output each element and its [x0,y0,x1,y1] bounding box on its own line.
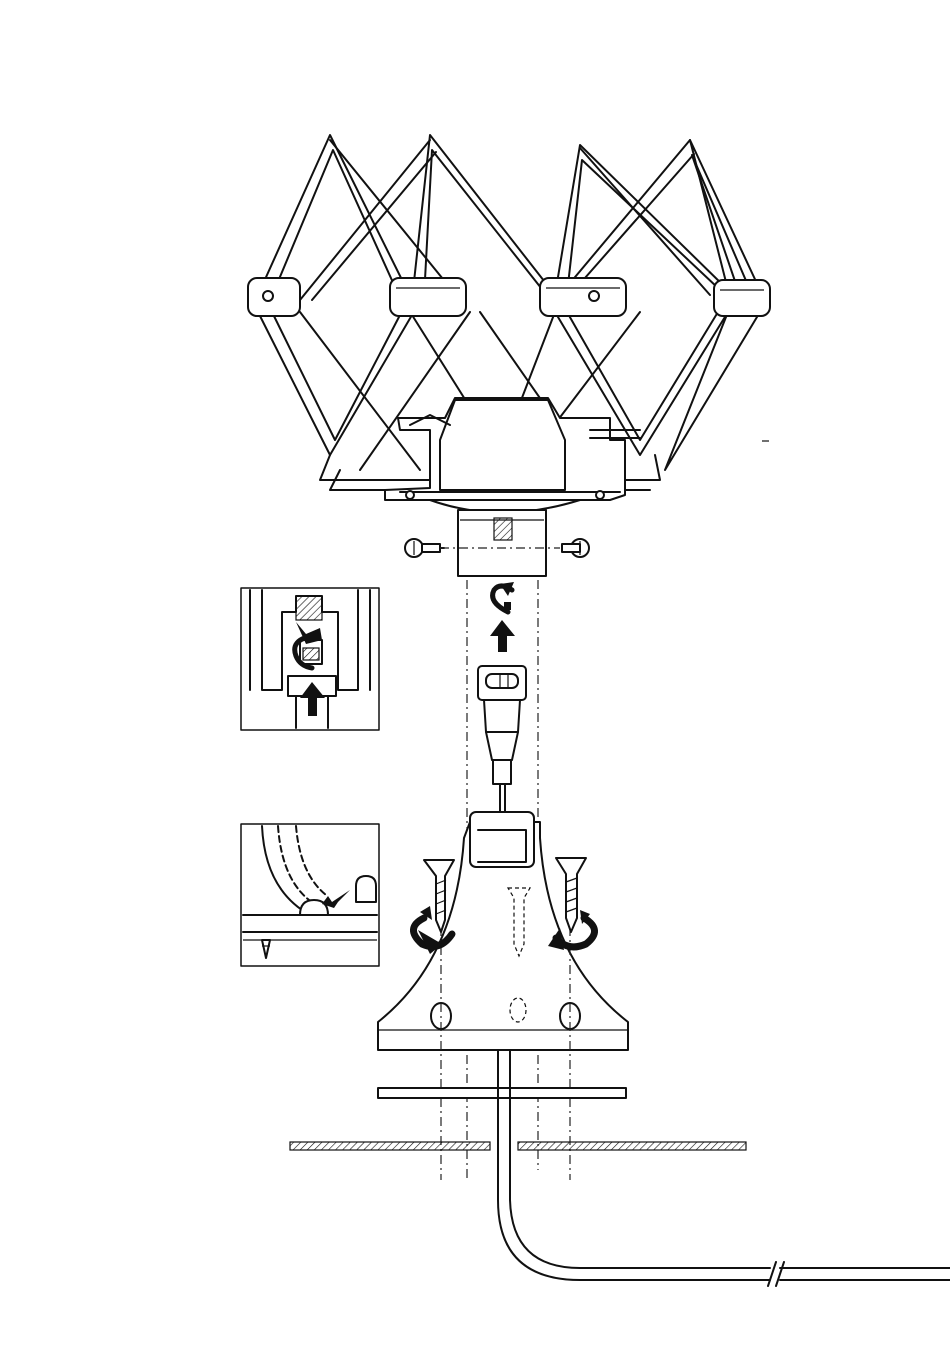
wire-clip-2 [390,278,466,316]
wire-clip-3 [540,278,626,316]
wire-clip-4 [714,280,770,316]
side-screw-left [405,539,444,557]
side-screw-right [562,539,589,557]
inset-connector-detail [241,588,379,730]
coax-cable [498,1050,950,1286]
coax-connector [478,666,526,700]
rotate-arrow-hub [493,582,514,612]
mounting-screw-right [556,858,586,932]
inset-cap-detail [241,824,379,966]
mounting-pedestal [378,812,628,1180]
cable-plug [484,700,520,812]
push-arrow-hub [490,620,515,652]
mounting-surface [290,1142,746,1150]
wire-clip-1 [248,278,300,316]
gasket-plate [378,1088,626,1098]
